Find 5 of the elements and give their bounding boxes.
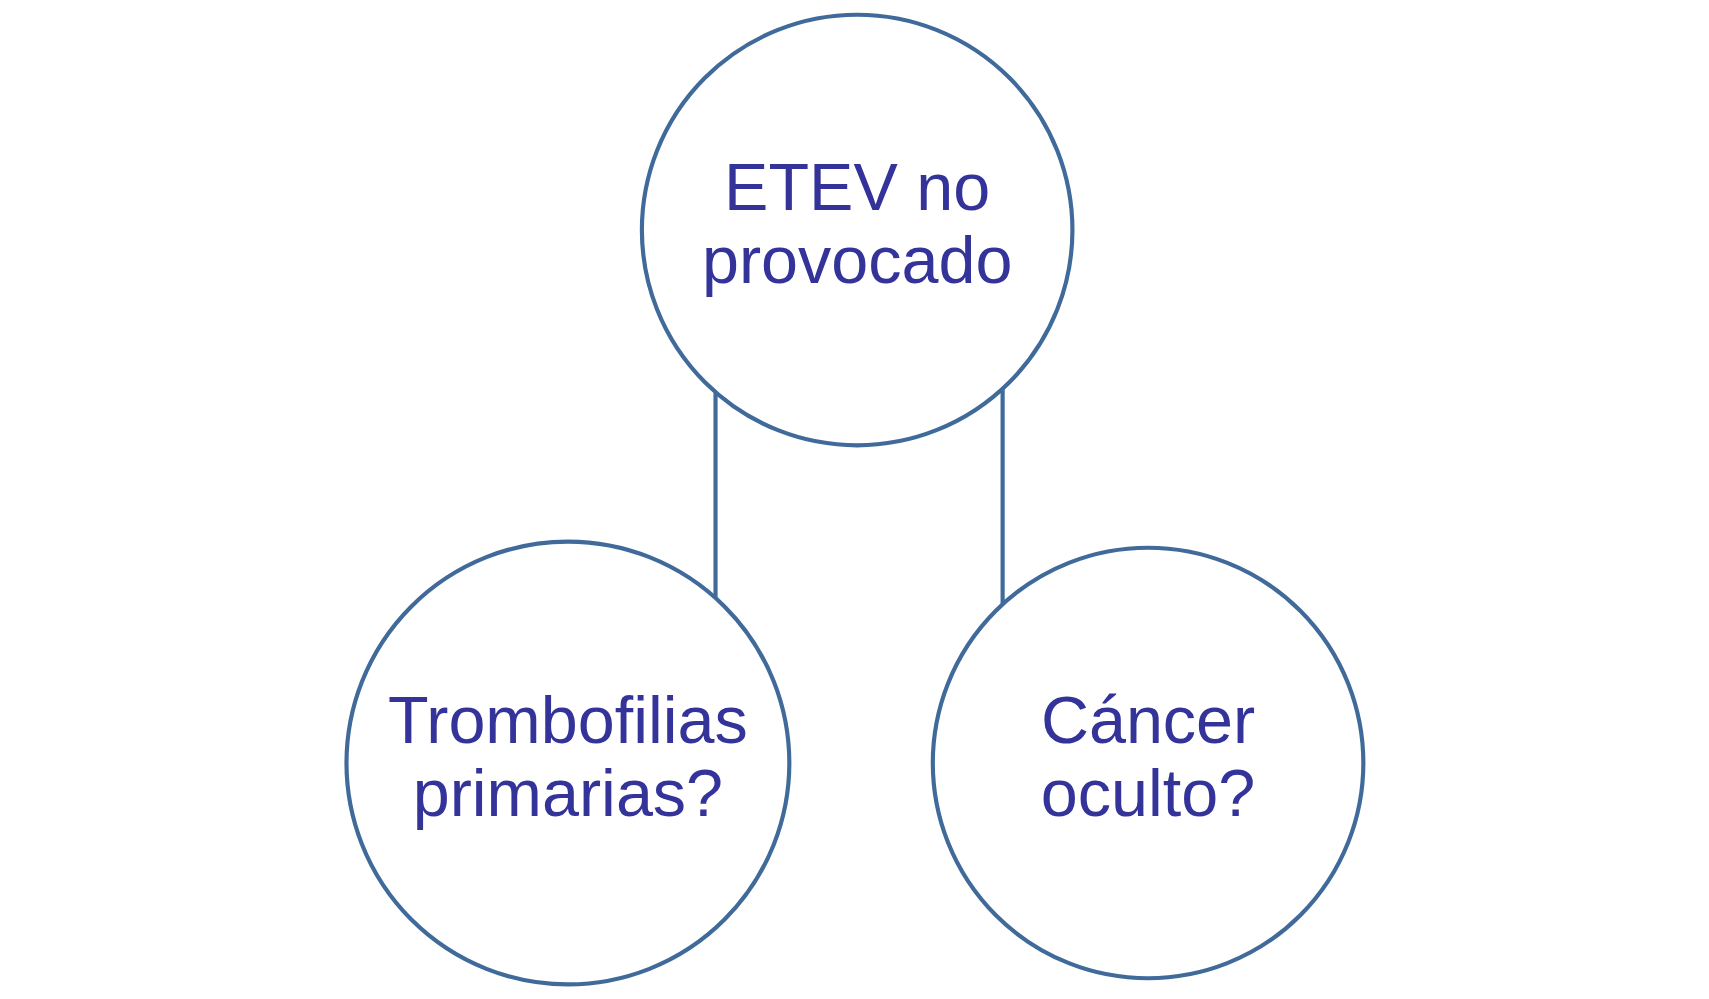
- connector: [1000, 389, 1005, 605]
- node-circle: ETEV no provocado: [639, 12, 1074, 448]
- connector: [712, 392, 718, 598]
- node-circle: Cáncer oculto?: [930, 545, 1365, 981]
- node-circle: Trombofilias primarias?: [343, 539, 791, 987]
